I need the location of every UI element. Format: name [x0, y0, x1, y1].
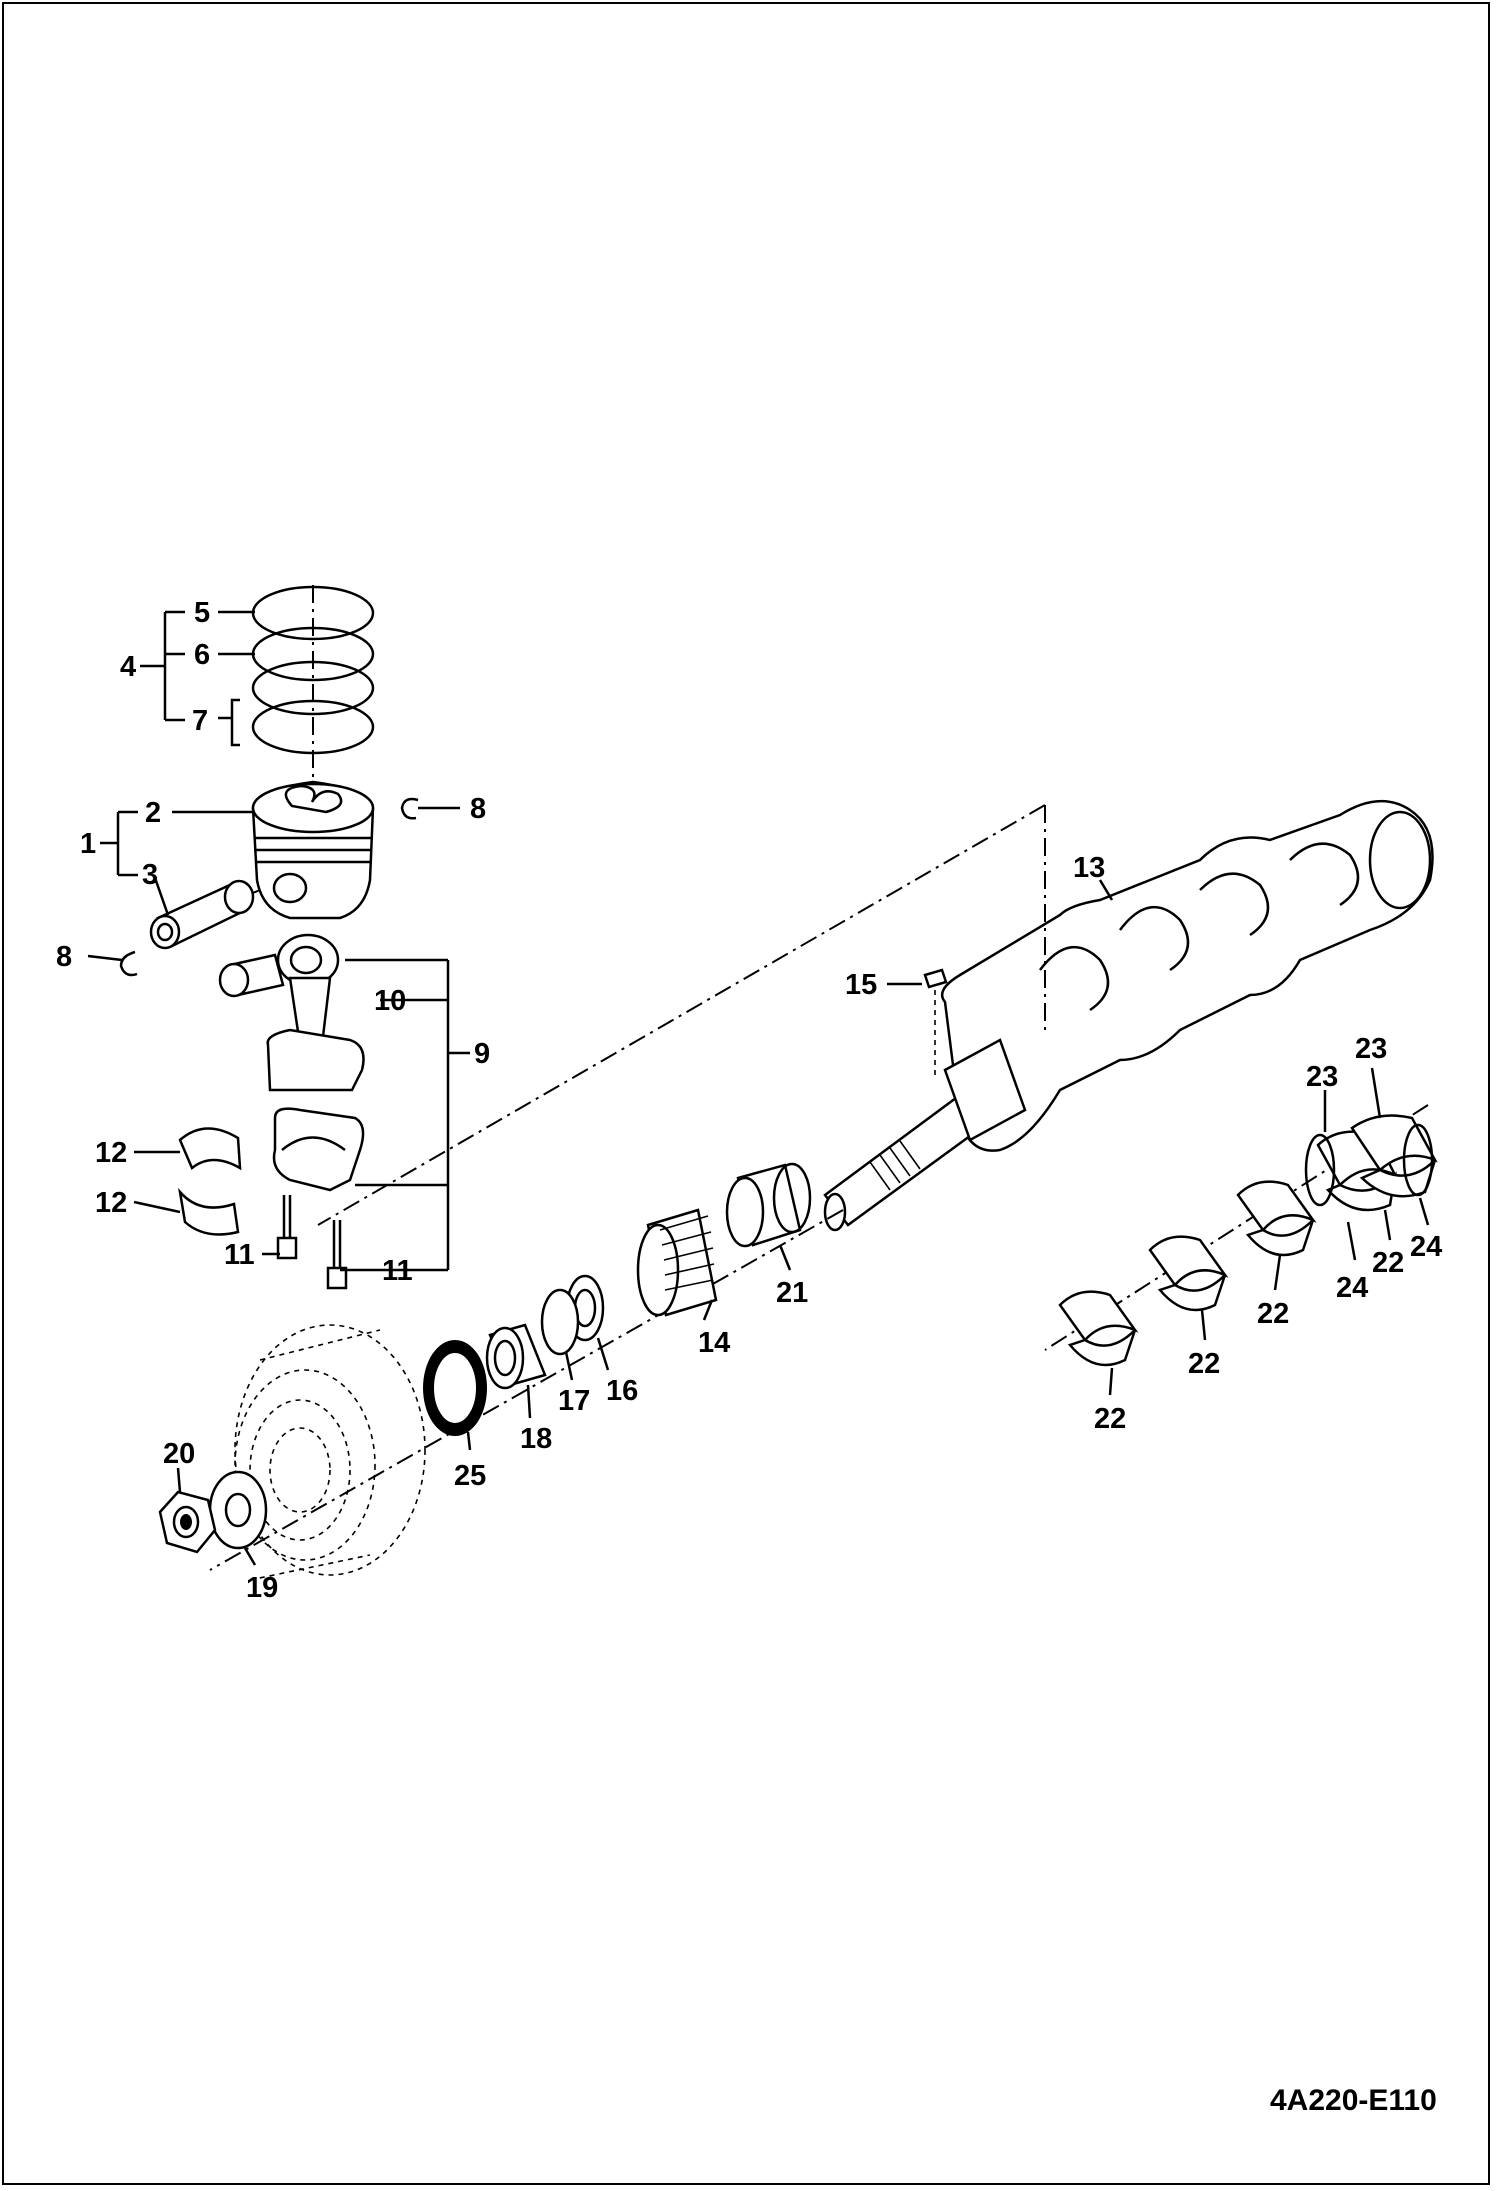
crank-pulley — [234, 1324, 426, 1581]
rod-bolt-left — [276, 1195, 298, 1260]
bushing-18 — [485, 1323, 547, 1390]
callout-labels: 1 2 3 4 5 6 7 8 8 9 10 11 11 12 12 13 14… — [56, 597, 1442, 1604]
diagram-code: 4A220-E110 — [1270, 2084, 1437, 2117]
callout-13: 13 — [1073, 852, 1105, 884]
callout-7: 7 — [192, 705, 208, 737]
crank-nut — [158, 1490, 217, 1554]
callout-1: 1 — [80, 828, 96, 860]
callout-11-right: 11 — [382, 1255, 413, 1287]
callout-10: 10 — [374, 985, 406, 1017]
callout-12-upper: 12 — [95, 1137, 127, 1169]
small-end-bushing — [218, 953, 285, 998]
washer-19 — [208, 1470, 268, 1550]
rod-bearing-lower — [178, 1187, 240, 1236]
callout-8-lower: 8 — [56, 941, 72, 973]
shim-17 — [540, 1288, 580, 1356]
leader-lines — [87, 610, 1430, 1566]
circlip-lower — [119, 950, 138, 977]
callout-12-lower: 12 — [95, 1187, 127, 1219]
callout-6: 6 — [194, 639, 210, 671]
main-bearings — [1058, 1114, 1438, 1367]
woodruff-key — [923, 968, 948, 1080]
connecting-rod — [266, 933, 365, 1192]
callout-22-c: 22 — [1257, 1298, 1289, 1330]
circlip-upper — [400, 797, 419, 820]
callout-11-left: 11 — [224, 1239, 255, 1271]
oil-seal — [423, 1340, 487, 1436]
callout-9: 9 — [474, 1038, 490, 1070]
crank-gear — [636, 1208, 718, 1317]
callout-5: 5 — [194, 597, 210, 629]
callout-25: 25 — [454, 1460, 486, 1492]
piston-rings — [251, 585, 375, 785]
callout-17: 17 — [558, 1385, 590, 1417]
rod-bearing-upper — [178, 1127, 242, 1171]
callout-22-b: 22 — [1188, 1348, 1220, 1380]
callout-22-a: 22 — [1094, 1403, 1126, 1435]
callout-19: 19 — [246, 1572, 278, 1604]
callout-8-upper: 8 — [470, 793, 486, 825]
callout-21: 21 — [776, 1277, 808, 1309]
callout-23-right: 23 — [1355, 1033, 1387, 1065]
callout-2: 2 — [145, 797, 161, 829]
crankshaft — [823, 799, 1434, 1232]
callout-14: 14 — [698, 1327, 730, 1359]
crank-sleeve — [725, 1162, 812, 1248]
callout-24-left: 24 — [1336, 1272, 1368, 1304]
callout-16: 16 — [606, 1375, 638, 1407]
callout-20: 20 — [163, 1438, 195, 1470]
callout-15: 15 — [845, 969, 877, 1001]
callout-18: 18 — [520, 1423, 552, 1455]
rod-bolt-right — [326, 1220, 348, 1290]
callout-23-left: 23 — [1306, 1061, 1338, 1093]
callout-24-right: 24 — [1410, 1231, 1442, 1263]
piston — [199, 780, 375, 920]
callout-4: 4 — [120, 651, 136, 683]
callout-22-d: 22 — [1372, 1247, 1404, 1279]
piston-pin — [149, 879, 255, 950]
callout-3: 3 — [142, 859, 158, 891]
